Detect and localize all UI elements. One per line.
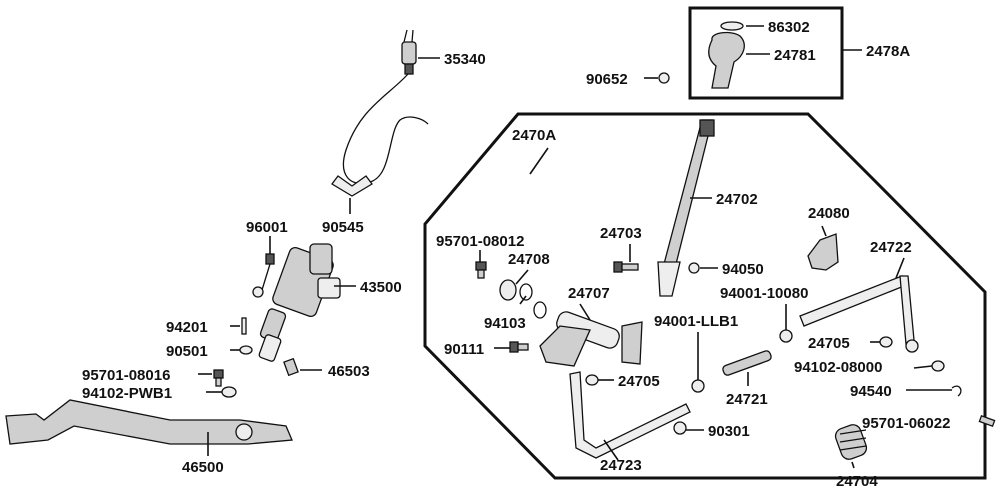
part-label-46500: 46500 — [182, 459, 224, 476]
tie-rod-part-24721 — [722, 350, 772, 376]
brake-pedal-part-46500 — [5, 399, 293, 445]
group-label-2478A: 2478A — [866, 43, 910, 60]
group-label-2470A: 2470A — [512, 127, 556, 144]
group-2478A-frame — [688, 6, 844, 100]
group-2470A-frame — [423, 112, 987, 480]
spring-part-24704 — [834, 424, 868, 460]
part-label-90111: 90111 — [444, 341, 484, 358]
part-label-24708: 24708 — [508, 251, 550, 268]
part-label-24707: 24707 — [568, 285, 610, 302]
part-label-35340: 35340 — [444, 51, 486, 68]
part-label-90301: 90301 — [708, 423, 750, 440]
part-label-24722: 24722 — [870, 239, 912, 256]
shift-lever-part-24702 — [657, 119, 715, 297]
nut-part-90301 — [673, 421, 687, 435]
clip-part-94540 — [951, 385, 962, 397]
part-label-95701-06022: 95701-06022 — [862, 415, 950, 432]
part-label-94102-08000: 94102-08000 — [794, 359, 882, 376]
switch-part-35340 — [401, 29, 417, 75]
part-label-95701-08016: 95701-08016 — [82, 367, 170, 384]
bolt-part-95701-08016 — [213, 369, 224, 387]
shift-arm-part-24722 — [799, 275, 919, 353]
part-label-95701-08012: 95701-08012 — [436, 233, 524, 250]
link-arm-part-24723 — [569, 371, 691, 459]
part-label-94001-LLB1: 94001-LLB1 — [654, 313, 738, 330]
nut-part-90652 — [658, 72, 670, 84]
part-label-94050: 94050 — [722, 261, 764, 278]
bolt-part-90111 — [509, 341, 529, 353]
nut-part-94050 — [688, 262, 700, 274]
part-label-86302: 86302 — [768, 19, 810, 36]
part-label-24781: 24781 — [774, 47, 816, 64]
bolt-part-95701-08012 — [475, 261, 487, 279]
bracket-part-24080 — [807, 233, 839, 271]
part-label-24705-b: 24705 — [808, 335, 850, 352]
part-label-24721: 24721 — [726, 391, 768, 408]
pin-part-46503 — [283, 357, 299, 377]
washer-part-24708 — [499, 279, 517, 301]
knob-cap-part-86302 — [720, 21, 744, 31]
shift-knob-part-24781 — [708, 31, 745, 89]
part-label-94102-PWB1: 94102-PWB1 — [82, 385, 172, 402]
part-label-90545: 90545 — [322, 219, 364, 236]
master-cylinder-part-43500 — [258, 243, 341, 362]
part-label-90652: 90652 — [586, 71, 628, 88]
o-ring-part-94103 — [519, 283, 547, 319]
part-label-24080: 24080 — [808, 205, 850, 222]
washer-part-90501 — [239, 345, 253, 355]
part-label-24705-a: 24705 — [618, 373, 660, 390]
washer-part-24705-a — [585, 374, 599, 386]
part-label-90501: 90501 — [166, 343, 208, 360]
washer-part-94102-PWB1 — [221, 386, 237, 398]
shift-shaft-part-24707 — [539, 311, 643, 367]
leader-lines — [198, 25, 952, 469]
part-label-24723: 24723 — [600, 457, 642, 474]
part-label-24703: 24703 — [600, 225, 642, 242]
part-label-96001: 96001 — [246, 219, 288, 236]
clamp-part-90545 — [331, 175, 373, 197]
bolt-part-94001-LLB1 — [691, 379, 705, 393]
nut-part-94001-10080 — [779, 329, 793, 343]
part-label-43500: 43500 — [360, 279, 402, 296]
bolt-part-24703 — [613, 261, 639, 273]
part-label-94201: 94201 — [166, 319, 208, 336]
part-label-94001-10080: 94001-10080 — [720, 285, 808, 302]
part-label-94103: 94103 — [484, 315, 526, 332]
part-label-24704: 24704 — [836, 473, 878, 490]
part-label-24702: 24702 — [716, 191, 758, 208]
pin-part-94201 — [241, 317, 247, 335]
bolt-part-96001 — [252, 253, 275, 298]
wire-part-90545 — [342, 73, 429, 184]
washer-part-24705-b — [879, 336, 893, 348]
part-label-46503: 46503 — [328, 363, 370, 380]
bolt-part-95701-06022 — [978, 414, 996, 428]
part-label-94540: 94540 — [850, 383, 892, 400]
washer-part-94102-08000 — [931, 360, 945, 372]
